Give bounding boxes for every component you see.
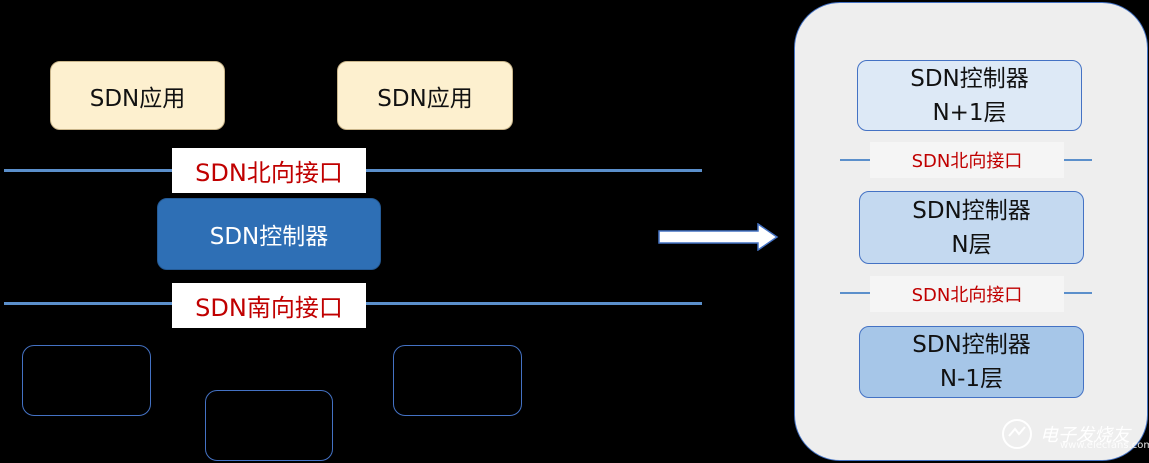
interface-line-right-2 xyxy=(1064,292,1092,294)
network-device-1 xyxy=(22,345,151,416)
sdn-app-label: SDN应用 xyxy=(377,85,473,112)
interface-line-right-1 xyxy=(1064,159,1092,161)
sdn-controller-box: SDN控制器 xyxy=(157,198,381,270)
controller-layer-level: N层 xyxy=(951,231,992,258)
network-device-3 xyxy=(393,345,522,416)
controller-layer-level: N-1层 xyxy=(939,366,1004,392)
interface-line-left-2 xyxy=(840,292,870,294)
northbound-interface-label-2: SDN北向接口 xyxy=(870,276,1064,312)
watermark-logo-icon xyxy=(1002,419,1032,449)
controller-layer-n-minus-1: SDN控制器 N-1层 xyxy=(859,326,1084,398)
interface-line-left-1 xyxy=(840,159,870,161)
watermark-text: 电子发烧友 xyxy=(1040,425,1130,446)
controller-layer-title: SDN控制器 xyxy=(910,65,1029,92)
controller-layer-n: SDN控制器 N层 xyxy=(859,191,1084,264)
sdn-app-label: SDN应用 xyxy=(89,85,186,112)
controller-layer-level: N+1层 xyxy=(932,99,1007,126)
right-arrow-icon xyxy=(658,223,779,251)
controller-layer-title: SDN控制器 xyxy=(912,197,1031,224)
sdn-app-box-2: SDN应用 xyxy=(337,61,513,130)
northbound-interface-label: SDN北向接口 xyxy=(172,148,366,193)
controller-layer-title: SDN控制器 xyxy=(912,332,1031,358)
watermark-url: www.elecfans.com xyxy=(1060,440,1149,451)
controller-layer-n-plus-1: SDN控制器 N+1层 xyxy=(857,60,1082,131)
network-device-2 xyxy=(205,390,333,461)
sdn-controller-label: SDN控制器 xyxy=(209,224,329,250)
sdn-app-box-1: SDN应用 xyxy=(50,61,225,130)
southbound-interface-label: SDN南向接口 xyxy=(172,283,366,328)
watermark: 电子发烧友 www.elecfans.com xyxy=(1000,410,1149,458)
northbound-interface-label-1: SDN北向接口 xyxy=(870,142,1064,178)
